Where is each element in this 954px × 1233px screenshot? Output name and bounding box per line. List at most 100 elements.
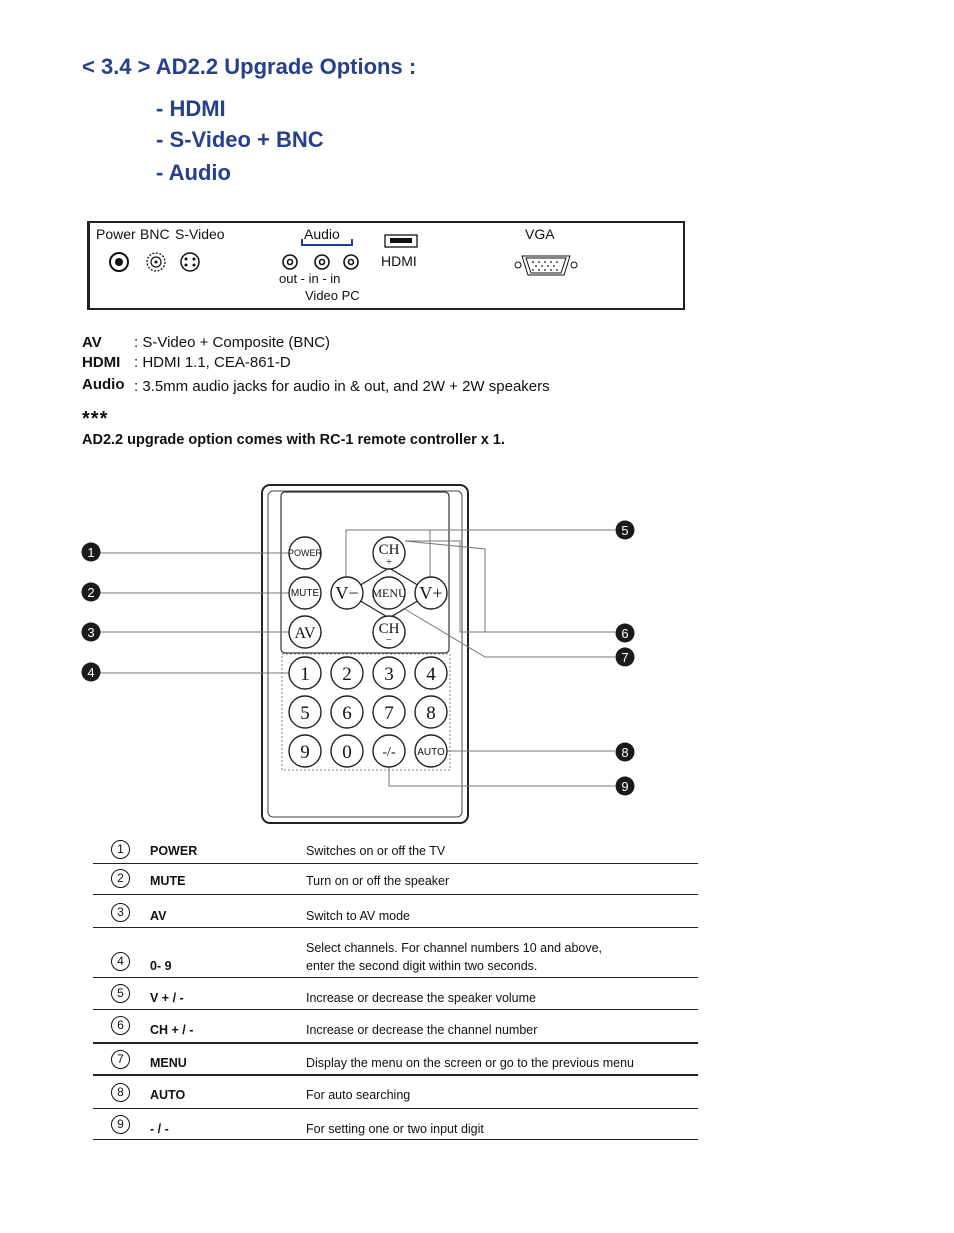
callout-5: 5 bbox=[621, 523, 628, 538]
table-row: 5 V + / - Increase or decrease the speak… bbox=[93, 978, 698, 1010]
row-key: - / - bbox=[150, 1122, 169, 1136]
callout-9: 9 bbox=[621, 779, 628, 794]
option-svideo-bnc: - S-Video + BNC bbox=[156, 127, 324, 152]
av-button bbox=[288, 615, 322, 649]
callout-3: 3 bbox=[87, 625, 94, 640]
callout-1: 1 bbox=[87, 545, 94, 560]
row-key: AUTO bbox=[150, 1088, 186, 1102]
callout-2: 2 bbox=[87, 585, 94, 600]
table-row: 1 POWER Switches on or off the TV bbox=[93, 836, 698, 864]
spec-key-audio: Audio bbox=[82, 376, 125, 393]
row-desc: For setting one or two input digit bbox=[306, 1122, 484, 1136]
digit-7-label: 7 bbox=[384, 703, 394, 724]
digit-6-label: 6 bbox=[342, 703, 352, 724]
row-key: CH + / - bbox=[150, 1023, 194, 1037]
digit-6-button bbox=[330, 695, 364, 729]
table-row: 2 MUTE Turn on or off the speaker bbox=[93, 864, 698, 895]
digit-5-button bbox=[288, 695, 322, 729]
digit-8-label: 8 bbox=[426, 703, 436, 724]
audio-bracket bbox=[301, 239, 353, 246]
ch-down-minus: − bbox=[386, 634, 392, 646]
row-desc: Turn on or off the speaker bbox=[306, 874, 450, 888]
row-desc: Increase or decrease the channel number bbox=[306, 1023, 538, 1037]
digit-8-button bbox=[414, 695, 448, 729]
row-number: 4 bbox=[111, 952, 130, 971]
volume-up-label: V+ bbox=[419, 583, 442, 603]
row-number: 5 bbox=[111, 984, 130, 1003]
table-row: 8 AUTO For auto searching bbox=[93, 1076, 698, 1109]
digit-9-label: 9 bbox=[300, 742, 310, 763]
digit-2-label: 2 bbox=[342, 664, 352, 685]
row-key: POWER bbox=[150, 844, 198, 858]
row-number: 1 bbox=[111, 840, 130, 859]
hdmi-port-icon bbox=[384, 234, 418, 248]
digit-4-button bbox=[414, 656, 448, 690]
power-label: POWER bbox=[288, 548, 323, 558]
callout-6: 6 bbox=[621, 626, 628, 641]
row-key: MUTE bbox=[150, 874, 186, 888]
row-key: 0- 9 bbox=[150, 959, 172, 973]
auto-button bbox=[414, 734, 448, 768]
row-key: AV bbox=[150, 909, 167, 923]
note-stars: *** bbox=[82, 408, 109, 430]
page-title: < 3.4 > AD2.2 Upgrade Options : bbox=[82, 54, 417, 79]
spec-key-hdmi: HDMI bbox=[82, 354, 121, 371]
bnc-connector-icon bbox=[146, 252, 166, 272]
ch-up-button bbox=[372, 536, 406, 570]
dash-button bbox=[372, 734, 406, 768]
row-desc-line-1: Select channels. For channel numbers 10 … bbox=[306, 941, 603, 955]
mute-button bbox=[288, 576, 322, 610]
table-row: 4 0- 9 Select channels. For channel numb… bbox=[93, 928, 698, 978]
menu-button bbox=[372, 576, 406, 610]
port-label-bnc: BNC bbox=[140, 226, 170, 242]
callout-7: 7 bbox=[621, 650, 628, 665]
volume-down-label: V− bbox=[335, 583, 358, 603]
table-row: 6 CH + / - Increase or decrease the chan… bbox=[93, 1010, 698, 1044]
menu-label: MENU bbox=[371, 586, 407, 600]
row-desc-line-2: enter the second digit within two second… bbox=[306, 959, 538, 973]
digit-9-button bbox=[288, 734, 322, 768]
digit-4-label: 4 bbox=[426, 664, 436, 685]
spec-key-av: AV bbox=[82, 334, 102, 351]
digit-3-button bbox=[372, 656, 406, 690]
volume-up-button bbox=[414, 576, 448, 610]
digit-5-label: 5 bbox=[300, 703, 310, 724]
audio-jack-sublabel-2: Video PC bbox=[305, 288, 360, 303]
digit-3-label: 3 bbox=[384, 664, 394, 685]
digit-2-button bbox=[330, 656, 364, 690]
callout-4: 4 bbox=[87, 665, 94, 680]
mute-label: MUTE bbox=[291, 588, 320, 599]
port-label-power: Power bbox=[96, 226, 136, 242]
audio-jack-icon bbox=[282, 254, 359, 270]
ch-up-plus: + bbox=[386, 556, 392, 568]
remote-diagram: POWER MUTE AV CH + V− MENU V+ CH − 1 2 3… bbox=[81, 484, 635, 824]
row-key: MENU bbox=[150, 1056, 187, 1070]
av-label: AV bbox=[294, 625, 315, 642]
row-number: 8 bbox=[111, 1083, 130, 1102]
option-audio: - Audio bbox=[156, 160, 231, 185]
digit-area bbox=[281, 653, 451, 771]
function-table: 1 POWER Switches on or off the TV 2 MUTE… bbox=[93, 836, 698, 1140]
power-button bbox=[288, 536, 322, 570]
port-label-svideo: S-Video bbox=[175, 226, 225, 242]
ch-down-label: CH bbox=[379, 621, 400, 637]
port-icons bbox=[109, 234, 578, 276]
row-desc: For auto searching bbox=[306, 1088, 411, 1102]
callout-8: 8 bbox=[621, 745, 628, 760]
table-row: 9 - / - For setting one or two input dig… bbox=[93, 1109, 698, 1140]
row-number: 7 bbox=[111, 1050, 130, 1069]
table-row: 7 MENU Display the menu on the screen or… bbox=[93, 1044, 698, 1076]
power-jack-icon bbox=[109, 252, 129, 272]
row-key: V + / - bbox=[150, 991, 184, 1005]
row-desc: Switch to AV mode bbox=[306, 909, 410, 923]
port-panel: Power BNC S-Video Audio HDMI VGA out - i… bbox=[87, 221, 685, 310]
port-label-audio: Audio bbox=[304, 226, 340, 242]
auto-label: AUTO bbox=[417, 747, 445, 758]
spec-value-audio: : 3.5mm audio jacks for audio in & out, … bbox=[134, 378, 550, 395]
digit-0-label: 0 bbox=[342, 742, 352, 763]
remote-body bbox=[261, 484, 469, 824]
ch-up-label: CH bbox=[379, 542, 400, 558]
digit-0-button bbox=[330, 734, 364, 768]
digit-1-button bbox=[288, 656, 322, 690]
row-number: 3 bbox=[111, 903, 130, 922]
